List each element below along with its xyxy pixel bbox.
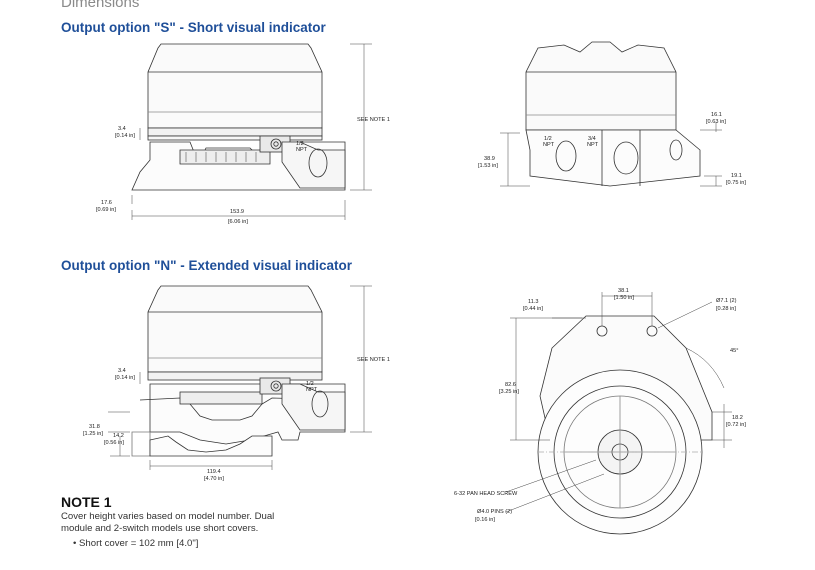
dimensions-header: Dimensions <box>61 0 140 11</box>
top-dim-113: 11.3 <box>528 299 538 305</box>
top-dim-113-in: [0.44 in] <box>523 306 543 312</box>
short-dim-176-in: [0.69 in] <box>96 207 116 213</box>
note-title: NOTE 1 <box>61 494 112 510</box>
front-dim-161-in: [0.63 in] <box>706 119 726 125</box>
short-conduit: 1/2 <box>296 141 304 147</box>
short-side-view <box>131 43 372 220</box>
note-bullet: • Short cover = 102 mm [4.0"] <box>73 537 199 549</box>
extended-side-view <box>108 285 372 470</box>
ext-dim-34-in: [0.14 in] <box>115 375 135 381</box>
top-dim-71: Ø7.1 (2) <box>716 298 737 304</box>
ext-dim-34: 3.4 <box>118 368 126 374</box>
top-dim-381: 38.1 <box>618 288 629 294</box>
top-dim-71-in: [0.28 in] <box>716 306 736 312</box>
ext-see-note: SEE NOTE 1 <box>357 357 390 363</box>
short-dim-176: 17.6 <box>101 200 112 206</box>
short-dim-1539: 153.9 <box>230 209 244 215</box>
section-title-short: Output option "S" - Short visual indicat… <box>61 20 326 35</box>
top-screw-label: 6-32 PAN HEAD SCREW <box>454 491 518 497</box>
ext-dim-318: 31.8 <box>89 424 100 430</box>
short-conduit-npt: NPT <box>296 147 308 153</box>
note-block: NOTE 1 Cover height varies based on mode… <box>61 494 301 549</box>
short-see-note: SEE NOTE 1 <box>357 117 390 123</box>
top-dim-826: 82.6 <box>505 382 516 388</box>
front-conduit-mid: 3/4 <box>588 136 596 142</box>
note-text: Cover height varies based on model numbe… <box>61 511 275 535</box>
note-bullet-text: Short cover = 102 mm [4.0"] <box>79 537 199 549</box>
top-dim-381-in: [1.50 in] <box>614 295 634 301</box>
short-dim-34: 3.4 <box>118 126 126 132</box>
front-dim-191-in: [0.75 in] <box>726 180 746 186</box>
short-dim-34-in: [0.14 in] <box>115 133 135 139</box>
top-pins-label: Ø4.0 PINS (2) <box>477 509 512 515</box>
ext-dim-318-in: [1.25 in] <box>83 431 103 437</box>
ext-dim-1194: 119.4 <box>207 469 221 475</box>
front-conduit-left-npt: NPT <box>543 142 555 148</box>
front-dim-389: 38.9 <box>484 156 495 162</box>
section-title-extended: Output option "N" - Extended visual indi… <box>61 258 353 273</box>
ext-conduit: 1/2 <box>306 381 314 387</box>
ext-conduit-npt: NPT <box>306 387 318 393</box>
short-front-view <box>500 41 722 187</box>
top-angle: 45° <box>730 348 738 354</box>
front-dim-161: 16.1 <box>711 112 722 118</box>
front-conduit-left: 1/2 <box>544 136 552 142</box>
front-conduit-mid-npt: NPT <box>587 142 599 148</box>
top-dim-826-in: [3.25 in] <box>499 389 519 395</box>
ext-dim-1194-in: [4.70 in] <box>204 476 224 482</box>
front-dim-191: 19.1 <box>731 173 742 179</box>
top-pins-in: [0.16 in] <box>475 517 495 523</box>
top-dim-182-in: [0.72 in] <box>726 422 746 428</box>
top-dim-182: 18.2 <box>732 415 743 421</box>
short-dim-1539-in: [6.06 in] <box>228 219 248 225</box>
ext-dim-142-in: [0.56 in] <box>104 440 124 446</box>
ext-dim-142: 14.2 <box>113 433 124 439</box>
top-view <box>505 292 732 535</box>
front-dim-389-in: [1.53 in] <box>478 163 498 169</box>
